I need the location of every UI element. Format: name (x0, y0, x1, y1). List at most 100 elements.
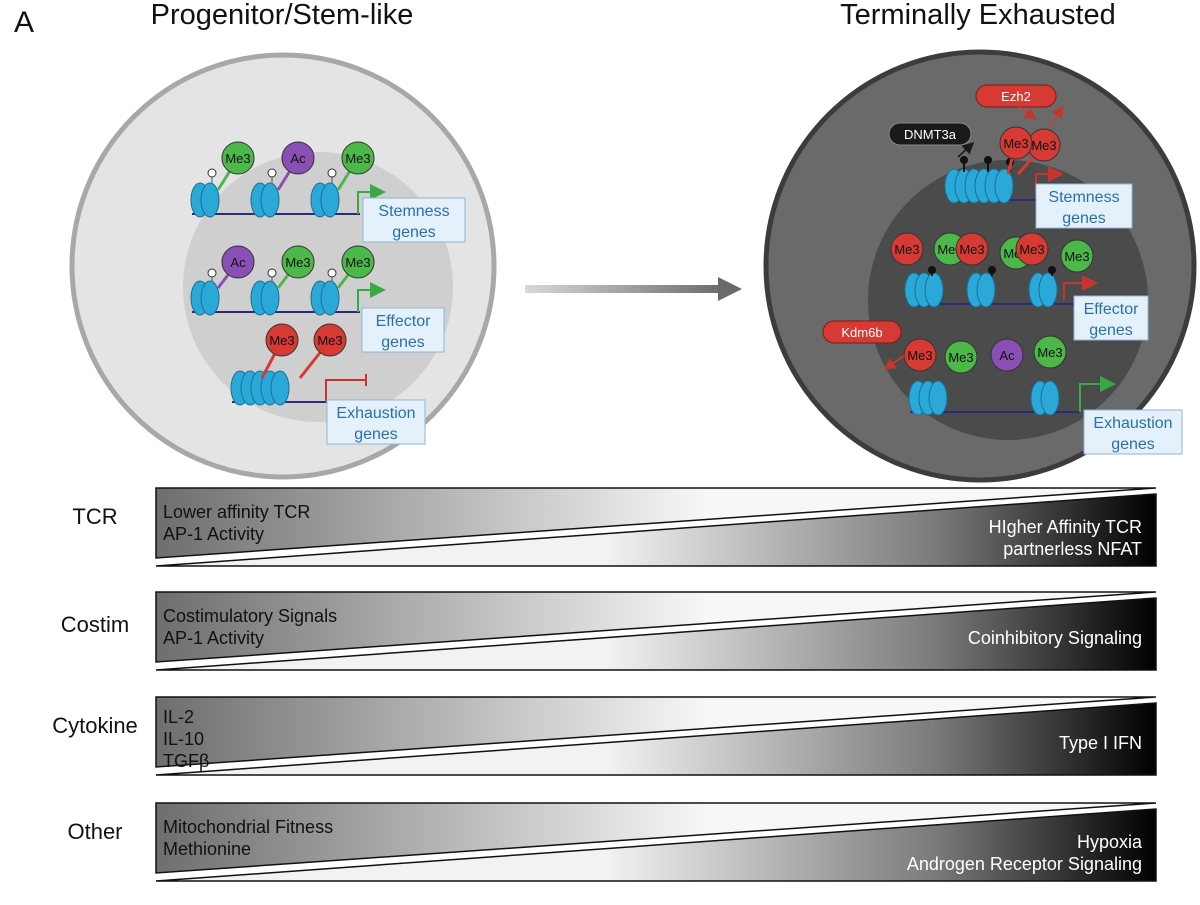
nucleosome (994, 168, 1014, 204)
gene-box-label: genes (1062, 210, 1106, 227)
ezh2-label: Ezh2 (1001, 89, 1031, 104)
gradient-left-text: IL-2 (163, 707, 194, 727)
kdm6b-label: Kdm6b (841, 325, 882, 340)
nucleosome (200, 280, 220, 316)
histone-mark-label: Me3 (1003, 136, 1028, 151)
gradient-right-text: HIgher Affinity TCR (989, 517, 1142, 537)
tss-repressed (325, 379, 366, 402)
gene-box-label: Effector (376, 313, 432, 330)
increasing-wedge (155, 597, 1157, 671)
gene-box-label: genes (1111, 436, 1155, 453)
gradient-left-text: AP-1 Activity (163, 524, 264, 544)
histone-mark (999, 126, 1033, 160)
gene-box (1035, 183, 1133, 229)
histone-mark-label: Me3 (345, 151, 370, 166)
gene-box (326, 399, 426, 445)
histone-mark-label: Me3 (1037, 345, 1062, 360)
gene-box (362, 197, 466, 243)
exhausted-nucleus (868, 160, 1148, 440)
histone-mark-label: Ac (290, 151, 306, 166)
left-title: Progenitor/Stem-like (151, 0, 414, 31)
histone-mark (990, 338, 1024, 372)
gradient-right-text: Type I IFN (1059, 733, 1142, 753)
gene-box-label: genes (1089, 322, 1133, 339)
gradient-right-text: partnerless NFAT (1003, 539, 1142, 559)
increasing-wedge (155, 493, 1157, 567)
histone-mark (313, 323, 347, 357)
histone-mark (1033, 335, 1067, 369)
kdm6b-enzyme: Kdm6b (822, 320, 905, 370)
tss-arrow (357, 282, 386, 312)
gene-box-label: genes (381, 334, 425, 351)
histone-mark (944, 340, 978, 374)
gradient-left-text: Lower affinity TCR (163, 502, 310, 522)
histone-mark-label: Me3 (285, 255, 310, 270)
histone-mark (281, 245, 315, 279)
gradient-right-text: Coinhibitory Signaling (968, 628, 1142, 648)
histone-mark-label: Me3 (1031, 138, 1056, 153)
histone-mark (221, 245, 255, 279)
gene-box-label: Stemness (1048, 189, 1119, 206)
histone-mark-label: Ac (230, 255, 246, 270)
histone-mark (903, 338, 937, 372)
decreasing-wedge (155, 591, 1157, 663)
gradient-left-text: Mitochondrial Fitness (163, 817, 333, 837)
panel-label: A (14, 6, 34, 39)
histone-mark-label: Me3 (1019, 242, 1044, 257)
nucleosome (1038, 272, 1058, 308)
histone-mark (265, 323, 299, 357)
gene-box-label: genes (354, 426, 398, 443)
histone-mark-label: Me3 (948, 350, 973, 365)
decreasing-wedge (155, 696, 1157, 768)
histone-mark (341, 141, 375, 175)
right-title: Terminally Exhausted (840, 0, 1116, 31)
gradient-left-text: AP-1 Activity (163, 628, 264, 648)
nucleosome (976, 272, 996, 308)
gene-box-label: Exhaustion (1093, 415, 1172, 432)
gradient-right-text: Androgen Receptor Signaling (907, 854, 1142, 874)
gene-box-label: Exhaustion (336, 405, 415, 422)
histone-mark (890, 232, 924, 266)
dnmt3a-enzyme: DNMT3a (888, 122, 975, 158)
histone-mark-label: Me3 (894, 242, 919, 257)
nucleosome (320, 280, 340, 316)
decreasing-wedge (155, 802, 1157, 874)
gradient-left-text: Methionine (163, 839, 251, 859)
histone-mark-label: Me3 (345, 255, 370, 270)
gradient-row-label: TCR (72, 504, 117, 529)
gradient-row-label: Other (67, 819, 122, 844)
nucleosome (924, 272, 944, 308)
gradient-left-text: IL-10 (163, 729, 204, 749)
histone-mark (221, 141, 255, 175)
histone-mark-label: Me3 (959, 242, 984, 257)
gradient-row-label: Cytokine (52, 713, 138, 738)
nucleosome (320, 182, 340, 218)
nucleosome (260, 182, 280, 218)
increasing-wedge (155, 702, 1157, 776)
histone-mark-label: Ac (999, 348, 1015, 363)
gene-box (1073, 295, 1149, 341)
histone-mark (1060, 239, 1094, 273)
histone-mark-label: Me3 (1064, 249, 1089, 264)
tss-arrow (357, 184, 386, 214)
histone-mark (341, 245, 375, 279)
gene-box (361, 307, 445, 353)
histone-mark-label: Me3 (317, 333, 342, 348)
gene-box-label: Effector (1084, 301, 1140, 318)
decreasing-wedge (155, 487, 1157, 559)
gene-box (1083, 409, 1183, 455)
histone-mark (281, 141, 315, 175)
dnmt3a-label: DNMT3a (904, 127, 957, 142)
gradient-right-text: Hypoxia (1077, 832, 1143, 852)
gene-box-label: Stemness (378, 203, 449, 220)
